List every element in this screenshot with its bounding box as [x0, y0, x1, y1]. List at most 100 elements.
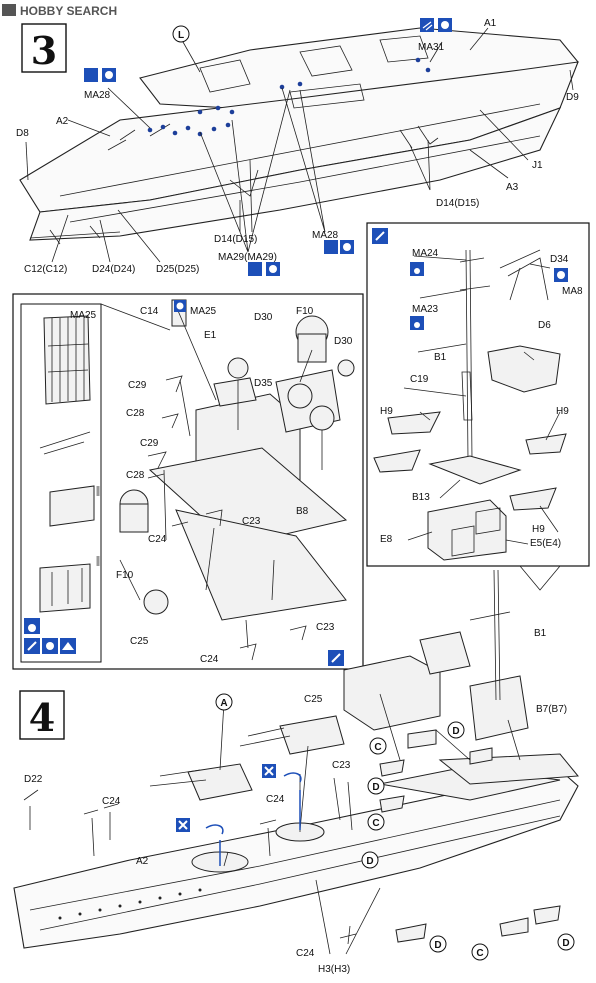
porthole-row — [58, 888, 202, 920]
label-d34: D34 — [550, 254, 569, 265]
label-c14: C14 — [140, 306, 159, 317]
label-c23-step4: C23 — [332, 760, 351, 771]
label-c29-bottom: C29 — [140, 438, 159, 449]
label-c12: C12(C12) — [24, 264, 67, 275]
watermark-text: HOBBY SEARCH — [20, 4, 117, 18]
mast-inset-pointer — [519, 565, 561, 591]
label-c24-mid: C24 — [266, 794, 285, 805]
callout-c-top: C — [369, 737, 387, 755]
callout-d-bottom-right: D — [557, 933, 575, 951]
svg-text:L: L — [178, 30, 184, 41]
label-ma25: MA25 — [190, 306, 217, 317]
label-e5: E5(E4) — [530, 538, 561, 549]
label-ma24: MA24 — [412, 248, 439, 259]
label-ma25-sub: MA25 — [70, 310, 97, 321]
svg-text:D: D — [366, 856, 373, 867]
label-b8: B8 — [296, 506, 309, 517]
callout-d-bottom-left: D — [429, 935, 447, 953]
label-ma29: MA29(MA29) — [218, 252, 277, 263]
callout-a: A — [215, 693, 233, 711]
label-ma28-center: MA28 — [312, 230, 339, 241]
label-ma23: MA23 — [412, 304, 439, 315]
label-c29-top: C29 — [128, 380, 147, 391]
callout-c-bottom: C — [471, 943, 489, 961]
svg-text:C: C — [374, 742, 381, 753]
label-c28-bottom: C28 — [126, 470, 145, 481]
label-b13: B13 — [412, 492, 430, 503]
label-d25: D25(D25) — [156, 264, 199, 275]
label-c24-bottom: C24 — [200, 654, 219, 665]
label-c23-top: C23 — [242, 516, 261, 527]
svg-text:C: C — [476, 948, 483, 959]
navy-blue-icon — [248, 240, 354, 276]
label-c24-top: C24 — [148, 534, 167, 545]
color-chip-icon — [420, 18, 452, 32]
label-d14-center: D14(D15) — [214, 234, 257, 245]
step-4-box — [19, 690, 65, 740]
label-e8: E8 — [380, 534, 393, 545]
label-c19: C19 — [410, 374, 429, 385]
label-b1-step4: B1 — [534, 628, 547, 639]
hull-a2-step4 — [13, 769, 579, 949]
drill-icon — [176, 764, 302, 866]
mast-inset — [366, 222, 590, 567]
label-a1: A1 — [484, 18, 497, 29]
label-c24-left: C24 — [102, 796, 121, 807]
label-d30-right: D30 — [334, 336, 353, 347]
label-d6: D6 — [538, 320, 551, 331]
label-b1-mast: B1 — [434, 352, 447, 363]
callout-d-top: D — [447, 721, 465, 739]
label-d24: D24(D24) — [92, 264, 135, 275]
label-d8: D8 — [16, 128, 29, 139]
label-c23-bottom: C23 — [316, 622, 335, 633]
drill-hole-markers — [147, 57, 431, 137]
step-3-box — [21, 23, 67, 73]
label-e1: E1 — [204, 330, 217, 341]
callout-d-mid-top: D — [367, 777, 385, 795]
svg-text:D: D — [434, 940, 441, 951]
label-ma31: MA31 — [418, 42, 445, 53]
step-4: 4 — [13, 569, 579, 975]
label-c28-top: C28 — [126, 408, 145, 419]
label-ma8: MA8 — [562, 286, 583, 297]
callout-l: L — [172, 25, 190, 43]
label-h9-right: H9 — [556, 406, 569, 417]
label-d22: D22 — [24, 774, 43, 785]
label-h3: H3(H3) — [318, 964, 350, 975]
label-f10-bottom: F10 — [116, 570, 134, 581]
paint-icon — [84, 68, 116, 82]
hobby-search-logo: HOBBY SEARCH — [2, 4, 117, 18]
label-a2-step4: A2 — [136, 856, 149, 867]
label-c24-bottom: C24 — [296, 948, 315, 959]
label-d9: D9 — [566, 92, 579, 103]
label-a3: A3 — [506, 182, 519, 193]
cement-icon — [410, 262, 568, 330]
bridge-inset — [12, 293, 364, 670]
callout-d-mid: D — [361, 851, 379, 869]
step-3-number: 3 — [31, 28, 57, 73]
label-a2: A2 — [56, 116, 69, 127]
callout-c-mid: C — [367, 813, 385, 831]
step-3: 3 — [12, 18, 590, 670]
svg-text:D: D — [452, 726, 459, 737]
step-4-number: 4 — [29, 695, 55, 740]
svg-text:D: D — [372, 782, 379, 793]
svg-text:A: A — [220, 698, 227, 709]
svg-text:D: D — [562, 938, 569, 949]
hull-side-a3 — [29, 107, 562, 241]
label-d35: D35 — [254, 378, 273, 389]
label-d30-left: D30 — [254, 312, 273, 323]
label-d14-right: D14(D15) — [436, 198, 479, 209]
label-b7: B7(B7) — [536, 704, 567, 715]
label-h9-bottom: H9 — [532, 524, 545, 535]
label-c25: C25 — [130, 636, 149, 647]
label-j1: J1 — [532, 160, 543, 171]
label-ma28-left: MA28 — [84, 90, 111, 101]
label-h9-left: H9 — [380, 406, 393, 417]
paint-icon — [372, 228, 388, 244]
label-c25-step4: C25 — [304, 694, 323, 705]
svg-text:C: C — [372, 818, 379, 829]
label-f10-top: F10 — [296, 306, 314, 317]
